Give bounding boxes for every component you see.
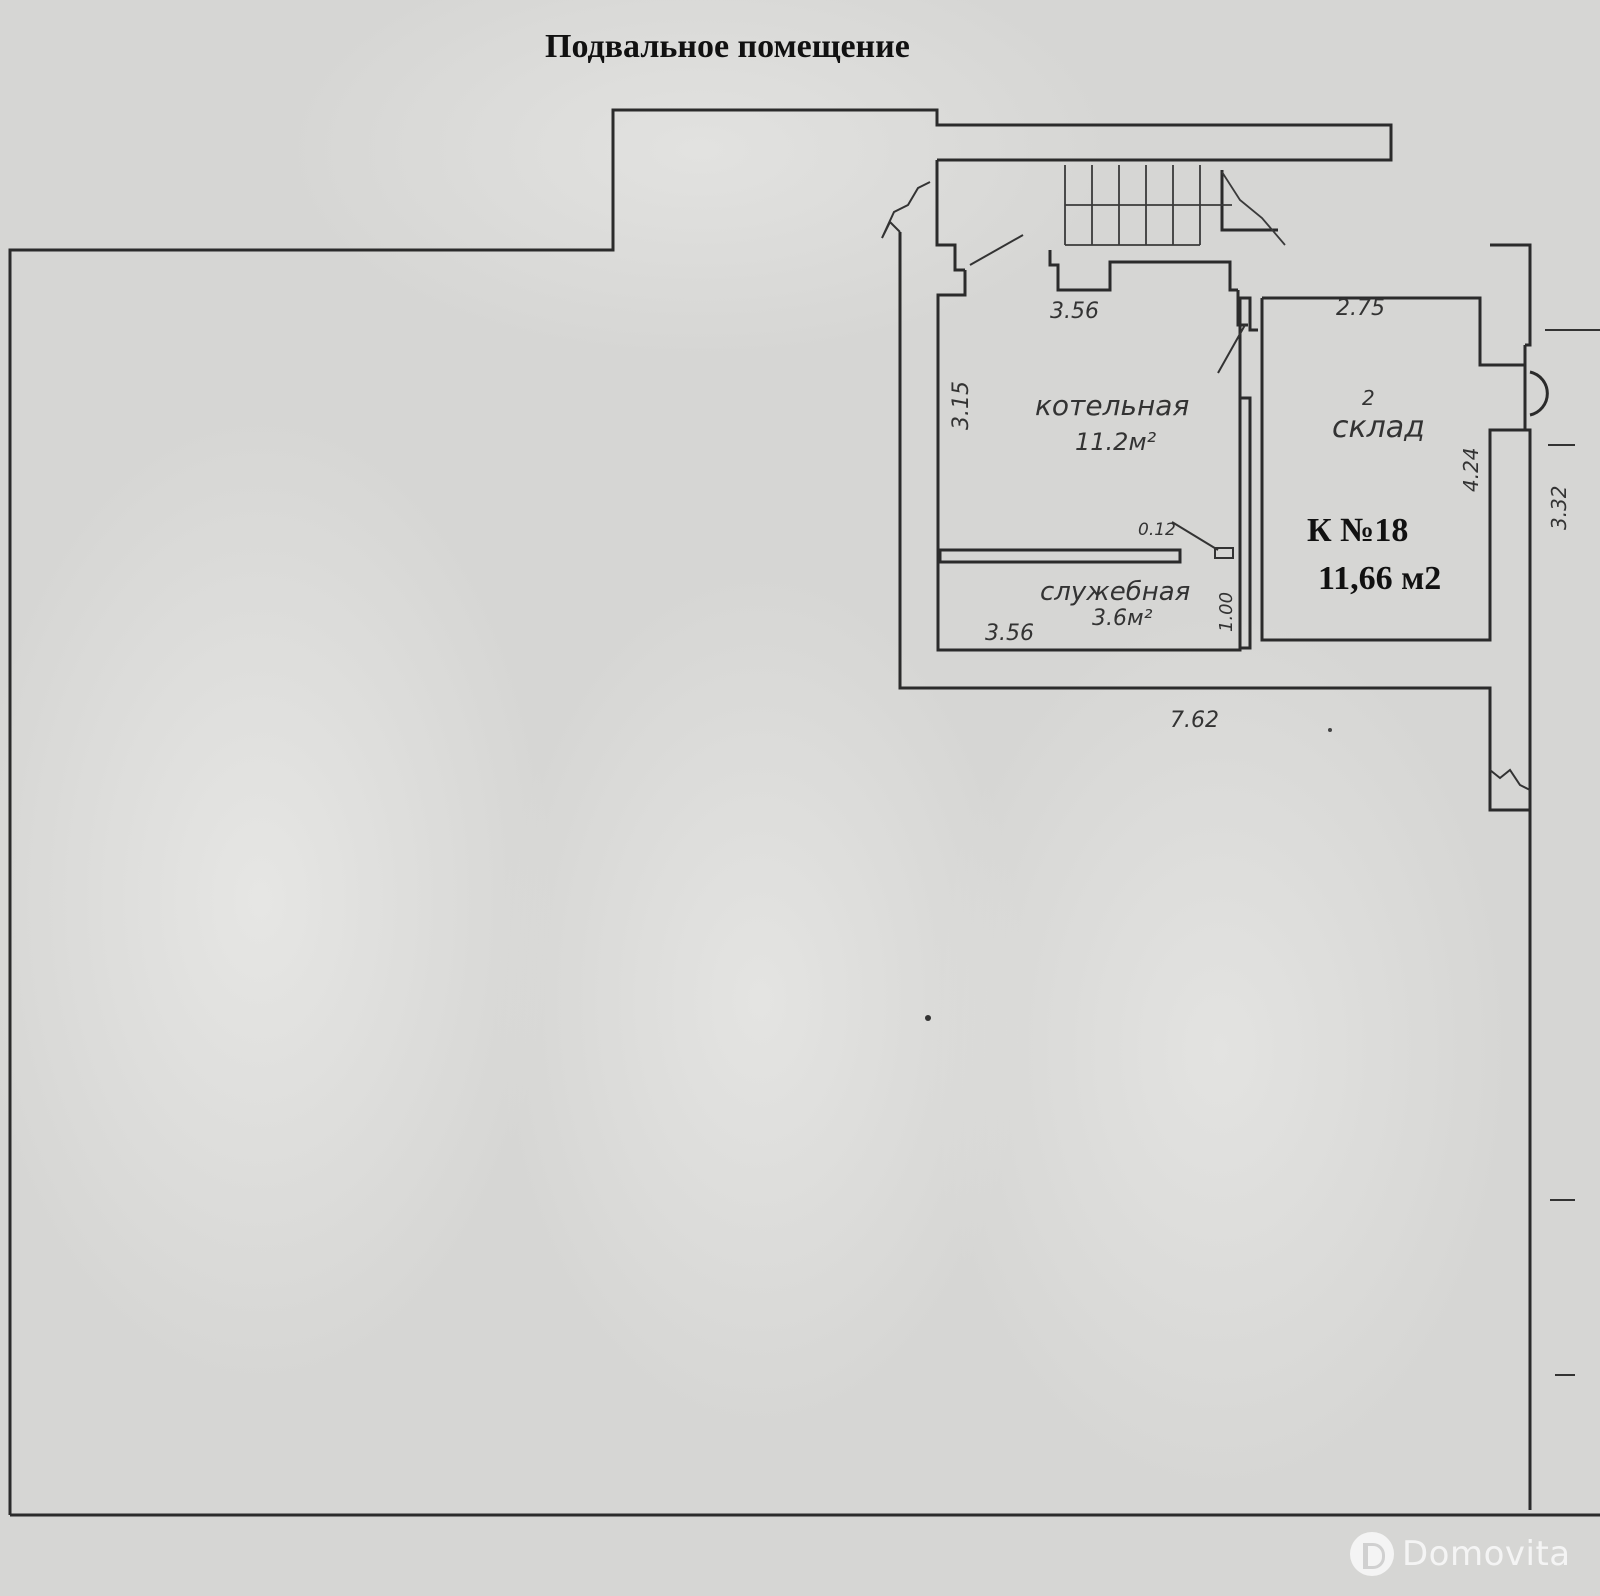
basement-block-wall: [898, 232, 1492, 770]
broken-wall-right: [1489, 768, 1531, 791]
outer-wall: [8, 108, 1393, 1515]
domovita-logo-icon: [1350, 1532, 1394, 1576]
right-dimension-ticks: [1545, 329, 1600, 1376]
right-outer-wall-lower: [1488, 428, 1532, 812]
dim-partition: 0.12: [1138, 520, 1176, 540]
storage-room-name: склад: [1332, 410, 1425, 445]
service-room-name: служебная: [1040, 577, 1190, 607]
stair-landing: [1048, 250, 1238, 292]
staircase: [1064, 165, 1286, 246]
dim-total-width: 7.62: [1170, 708, 1219, 733]
window-right: [1523, 345, 1549, 430]
boiler-top-wall: [1236, 290, 1248, 327]
plan-title: Подвальное помещение: [545, 28, 910, 65]
dim-service-height: 1.00: [1216, 592, 1237, 632]
dim-boiler-height: 3.15: [949, 381, 974, 430]
dim-storage-width-top: 2.75: [1336, 296, 1385, 321]
storage-room-wall: [1262, 296, 1525, 367]
service-room-area: 3.6м²: [1092, 606, 1153, 631]
service-door: [1214, 547, 1234, 559]
dim-boiler-width-top: 3.56: [1050, 299, 1099, 324]
dim-storage-height: 4.24: [1459, 447, 1483, 492]
unit-area: 11,66 м2: [1318, 560, 1442, 597]
boiler-room-area: 11.2м²: [1075, 428, 1157, 456]
boiler-room-wall: [936, 270, 1258, 652]
unit-number: К №18: [1307, 512, 1409, 549]
dim-service-width: 3.56: [985, 621, 1034, 646]
interior-partition: [1238, 396, 1252, 650]
door-swing-boiler: [1217, 324, 1246, 374]
broken-wall-left: [881, 181, 931, 239]
block-right-wall: [1220, 170, 1278, 232]
block-top-wall: [935, 160, 965, 272]
door-swing-top: [969, 234, 1024, 266]
speck: [1328, 728, 1332, 732]
storage-room-number: 2: [1362, 386, 1375, 410]
boiler-room-name: котельная: [1035, 389, 1189, 422]
door-swing-service: [1171, 521, 1219, 551]
watermark-text: Domovita: [1402, 1534, 1571, 1574]
speck: [925, 1015, 931, 1021]
storage-right-wall: [1260, 298, 1525, 642]
service-partition: [938, 548, 1182, 564]
dim-outer-right: 3.32: [1547, 485, 1571, 530]
right-outer-wall: [1490, 243, 1532, 347]
domovita-watermark: Domovita: [1350, 1532, 1571, 1576]
